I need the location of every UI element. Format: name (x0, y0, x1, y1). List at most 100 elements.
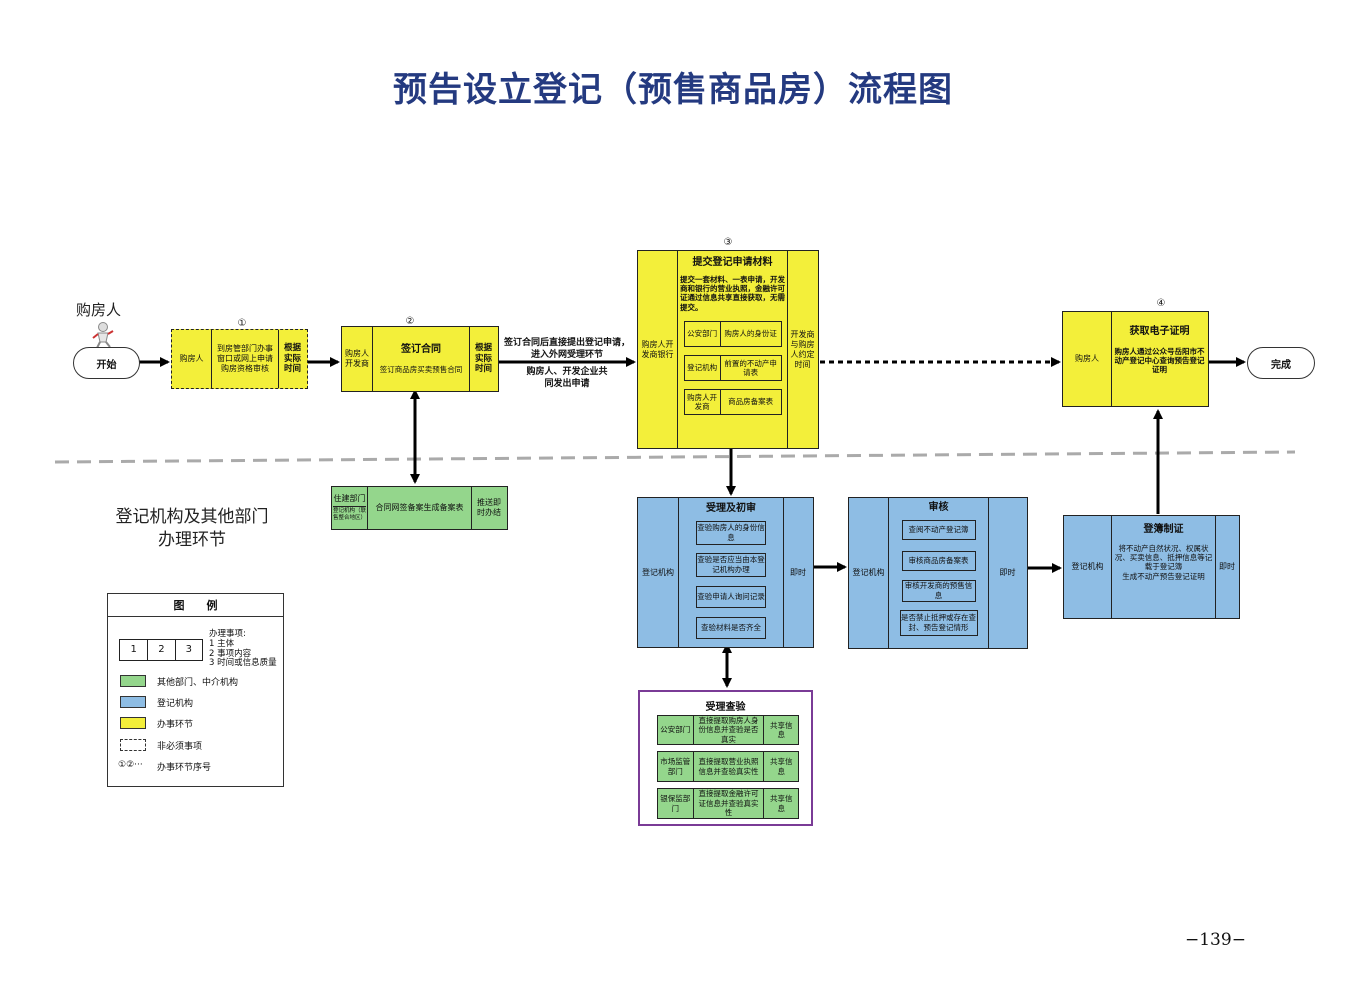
check-panel: 受理查验 公安部门 直接提取购房人身份信息并查验是否真实 共享信息 市场监管部门… (638, 690, 813, 826)
review-subject: 登记机构 (852, 568, 885, 577)
legend-seq-label: 办事环节序号 (157, 763, 212, 773)
note-line1: 签订合同后直接提出登记申请， (503, 338, 630, 348)
accept-item: 查验材料是否齐全 (696, 616, 766, 639)
accept-time: 即时 (783, 498, 812, 647)
review-time: 即时 (988, 498, 1026, 648)
legend-cell: 2 (147, 640, 174, 660)
review-title: 审核 (928, 502, 949, 513)
legend-item: 3 时间或信息质量 (209, 658, 277, 669)
legend-title: 图 例 (108, 594, 283, 617)
check-row-a: 银保监部门 (660, 794, 691, 813)
review-item: 审核商品房备案表 (901, 550, 976, 571)
lane-label-institution-line2: 办理环节 (158, 529, 226, 550)
check-row-b: 直接提取营业执照信息并查验真实性 (692, 752, 764, 781)
start-node: 开始 (73, 347, 140, 379)
note-direct-apply: 签订合同后直接提出登记申请， 进入外网受理环节 (503, 338, 631, 361)
step3-row-a: 购房人开发商 (687, 392, 718, 411)
lane-label-institution-line1: 登记机构及其他部门 (115, 507, 269, 527)
step3-number: ③ (723, 237, 733, 248)
legend-cells: 1 2 3 (119, 639, 203, 661)
legend-blue-swatch (120, 696, 146, 708)
lane-divider (54, 450, 1296, 464)
step3-row-b: 购房人的身份证 (719, 322, 781, 346)
step3-row-buyer: 购房人开发商 商品房备案表 (683, 389, 782, 415)
step4-box: 购房人 获取电子证明 购房人通过公众号岳阳市不动产登记中心查询预告登记证明 (1062, 311, 1209, 407)
contract-content: 合同网签备案生成备案表 (367, 487, 471, 529)
step3-subject: 购房人开发商银行 (641, 339, 674, 359)
step4-number: ④ (1156, 298, 1166, 309)
accept-box: 登记机构 受理及初审 查验购房人的身份信息 查验是否应当由本登记机构办理 查验申… (637, 497, 814, 648)
register-box: 登记机构 登簿制证 将不动产自然状况、权属状况、买卖信息、抵押信息等记载于登记簿… (1063, 515, 1240, 619)
register-time: 即时 (1215, 516, 1238, 618)
contract-dept: 住建部门 (333, 494, 366, 504)
page-number: −139− (1185, 930, 1246, 950)
register-subject: 登记机构 (1071, 562, 1104, 571)
legend-green-label: 其他部门、中介机构 (157, 678, 239, 688)
check-row-market: 市场监管部门 直接提取营业执照信息并查验真实性 共享信息 (657, 751, 799, 782)
legend-yellow-swatch (120, 717, 146, 729)
check-row-c: 共享信息 (763, 789, 798, 818)
legend-yellow-label: 办事环节 (157, 720, 194, 730)
contract-time: 推送即时办结 (471, 487, 506, 529)
step1-subject: 购房人 (179, 354, 204, 363)
review-item: 是否禁止抵押或存在查封、预告登记情形 (899, 609, 978, 636)
contract-filing-box: 住建部门 登记机构（联售整合地区） 合同网签备案生成备案表 推送即时办结 (331, 486, 508, 530)
legend-blue-label: 登记机构 (157, 699, 194, 709)
step1-box: 购房人 到房管部门办事窗口或网上申请购房资格审核 根据实际时间 (171, 329, 308, 389)
contract-dept-sub: 登记机构（联售整合地区） (333, 506, 367, 521)
note-line3: 购房人、开发企业共 (526, 367, 608, 377)
accept-title: 受理及初审 (706, 503, 756, 514)
end-node: 完成 (1247, 347, 1315, 379)
check-row-a: 公安部门 (660, 725, 691, 735)
note-line4: 同发出申请 (544, 378, 590, 389)
legend-seq-symbol: ①②··· (118, 760, 143, 770)
step4-title: 获取电子证明 (1129, 326, 1190, 337)
legend-green-swatch (120, 675, 146, 687)
check-row-b: 直接提取金融许可证信息并查验真实性 (692, 789, 764, 818)
accept-item: 查验申请人询问记录 (696, 585, 766, 608)
accept-item: 查验是否应当由本登记机构办理 (696, 552, 766, 577)
register-title: 登簿制证 (1143, 524, 1184, 535)
step1-number: ① (237, 318, 247, 329)
register-line1: 将不动产自然状况、权属状况、买卖信息、抵押信息等记载于登记簿 (1114, 543, 1213, 572)
step3-row-registry: 登记机构 前置的不动产申请表 (683, 355, 782, 381)
legend: 图 例 1 2 3 办理事项: 1 主体 2 事项内容 3 时间或信息质量 其他… (107, 593, 284, 787)
review-item: 查阅不动产登记簿 (901, 519, 976, 540)
legend-cell: 3 (174, 640, 202, 660)
page-title: 预告设立登记（预售商品房）流程图 (393, 70, 953, 110)
step3-row-a: 公安部门 (687, 329, 718, 339)
step4-content: 购房人通过公众号岳阳市不动产登记中心查询预告登记证明 (1114, 346, 1205, 375)
step3-row-b: 前置的不动产申请表 (719, 356, 781, 380)
step2-number: ② (405, 316, 415, 327)
check-row-c: 共享信息 (763, 716, 798, 744)
legend-item: 1 主体 (209, 638, 235, 649)
legend-dashed-swatch (120, 739, 146, 751)
legend-dashed-label: 非必须事项 (157, 742, 203, 752)
legend-item: 2 事项内容 (209, 648, 252, 659)
lane-label-buyer: 购房人 (76, 301, 122, 319)
check-row-bank: 银保监部门 直接提取金融许可证信息并查验真实性 共享信息 (657, 788, 799, 819)
step2-content: 签订商品房买卖预售合同 (379, 364, 463, 374)
accept-subject: 登记机构 (642, 567, 674, 577)
check-row-a: 市场监管部门 (660, 757, 691, 776)
legend-cell: 1 (130, 643, 137, 655)
step1-time: 根据实际时间 (278, 330, 306, 388)
step3-time: 开发商与购房人约定时间 (787, 251, 817, 448)
note-joint-apply: 购房人、开发企业共 同发出申请 (503, 367, 631, 390)
lane-label-institution: 登记机构及其他部门 办理环节 (108, 506, 276, 552)
step3-desc: 提交一套材料、一表申请，开发商和银行的营业执照，金融许可证通过信息共享直接获取，… (680, 274, 785, 312)
step2-title: 签订合同 (401, 344, 441, 356)
step3-row-police: 公安部门 购房人的身份证 (683, 321, 782, 347)
step3-row-a: 登记机构 (687, 363, 718, 373)
step3-title: 提交登记申请材料 (692, 257, 773, 268)
step2-subject: 购房人开发商 (345, 349, 369, 368)
step2-time: 根据实际时间 (469, 327, 497, 391)
buyer-figure-icon (92, 322, 114, 348)
check-row-police: 公安部门 直接提取购房人身份信息并查验是否真实 共享信息 (657, 715, 799, 745)
step3-box: 购房人开发商银行 提交登记申请材料 提交一套材料、一表申请，开发商和银行的营业执… (637, 250, 819, 449)
legend-items-title: 办理事项: (209, 629, 246, 639)
step4-subject: 购房人 (1075, 354, 1099, 363)
check-row-b: 直接提取购房人身份信息并查验是否真实 (692, 716, 764, 744)
review-item: 审核开发商的预售信息 (901, 579, 976, 602)
